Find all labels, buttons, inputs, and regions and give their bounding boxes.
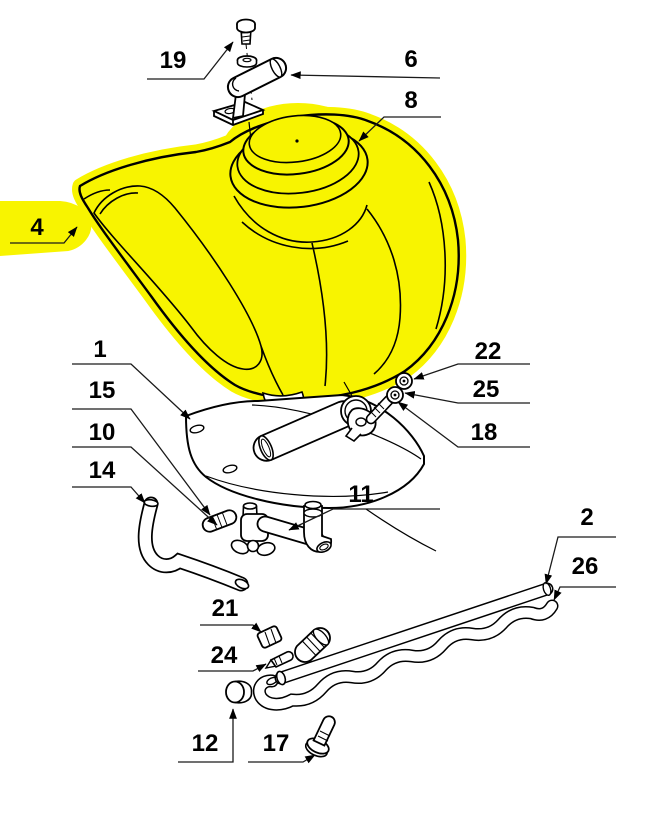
callout-6-label: 6 xyxy=(404,46,417,73)
washer-22-dot xyxy=(402,379,406,383)
callout-2-label: 2 xyxy=(580,504,593,531)
screw-head-side xyxy=(236,24,256,34)
plate-slot-hole-2 xyxy=(222,464,238,474)
tank-filler-cap xyxy=(229,114,369,209)
ribbed-connector-end xyxy=(312,628,330,646)
valve-top-opening xyxy=(242,502,258,510)
clip-foot xyxy=(344,427,362,443)
bracket-roll-end xyxy=(269,58,283,78)
callout-10-label: 10 xyxy=(89,419,116,446)
cap-vent-dot xyxy=(295,139,299,143)
callout-labels: 19 6 8 4 1 15 10 14 22 25 18 11 2 26 21 … xyxy=(30,46,598,757)
hose-valve-assembly xyxy=(137,496,333,592)
hose-14-core xyxy=(139,498,247,590)
callout-18-label: 18 xyxy=(471,419,498,446)
elbow-top-opening xyxy=(304,500,322,510)
callout-24-label: 24 xyxy=(211,642,238,669)
leader-4 xyxy=(10,226,78,244)
elbow-bottom-bore xyxy=(319,543,329,551)
valve-wing-left xyxy=(230,539,250,555)
valve-knob xyxy=(246,539,260,553)
tank-surface-lines xyxy=(83,181,446,396)
leader-6 xyxy=(290,71,441,80)
fuel-valve-10 xyxy=(230,502,276,557)
tank-outline xyxy=(78,113,460,401)
leader-11 xyxy=(288,508,440,531)
callout-15-label: 15 xyxy=(89,377,116,404)
callout-11-label: 11 xyxy=(348,481,373,508)
washer-19-hole xyxy=(242,57,252,63)
washer-25-dot xyxy=(393,393,397,397)
callout-22-label: 22 xyxy=(475,338,502,365)
plug-12-face xyxy=(225,680,245,704)
callout-26-label: 26 xyxy=(572,553,599,580)
callout-8-label: 8 xyxy=(404,87,417,114)
callout-14-label: 14 xyxy=(89,457,116,484)
barb-24-ribs xyxy=(273,655,283,666)
tube-2-left-opening xyxy=(275,670,287,686)
callout-1-label: 1 xyxy=(93,336,106,363)
plug-12 xyxy=(225,680,253,704)
callout-4-label: 4 xyxy=(30,214,44,241)
valve-wing-right xyxy=(256,541,276,557)
leader-22 xyxy=(413,363,530,380)
clip-hole xyxy=(355,417,367,427)
callout-17-label: 17 xyxy=(263,730,290,757)
nut-21 xyxy=(256,625,283,649)
leader-24 xyxy=(198,663,267,673)
callout-19-label: 19 xyxy=(160,47,187,74)
hose-14-end xyxy=(234,578,250,590)
callout-12-label: 12 xyxy=(192,730,219,757)
screw-18-threads xyxy=(369,402,385,418)
fastener-cluster xyxy=(344,372,413,443)
washer-19-side xyxy=(236,60,258,68)
elbow-collar xyxy=(303,508,323,518)
leader-10 xyxy=(72,446,218,526)
screw-19 xyxy=(236,18,258,101)
leader-1 xyxy=(72,363,191,420)
ribbed-connector xyxy=(294,627,331,663)
screw-17-body xyxy=(312,715,336,747)
leader-lines xyxy=(10,41,616,764)
leader-25 xyxy=(404,390,530,404)
screw-17 xyxy=(304,715,336,758)
cap-top xyxy=(248,114,342,164)
corrugated-hose-26-core xyxy=(254,601,557,710)
leader-26 xyxy=(553,586,616,601)
nut-21-facets xyxy=(264,628,277,647)
clamp-bracket-6 xyxy=(211,56,288,126)
barb-fitting-15 xyxy=(201,509,238,533)
leader-2 xyxy=(544,536,616,585)
delivery-tube-assembly xyxy=(252,582,559,711)
barb-24 xyxy=(264,650,294,670)
elbow-fitting-11 xyxy=(256,500,333,553)
plate-pipe-bore xyxy=(260,438,272,458)
screw-17-threads xyxy=(317,730,331,742)
leader-8 xyxy=(358,116,441,142)
leader-21 xyxy=(200,622,262,633)
leader-17 xyxy=(248,754,316,764)
leader-12 xyxy=(178,708,237,763)
callout-25-label: 25 xyxy=(473,376,500,403)
leader-14 xyxy=(72,486,146,504)
leader-19 xyxy=(147,41,234,80)
tube-2-core xyxy=(276,584,552,683)
leader-18 xyxy=(397,401,530,448)
plate-slot-hole-1 xyxy=(189,424,205,434)
bracket-roll-curl xyxy=(231,77,240,92)
callout-21-label: 21 xyxy=(212,595,239,622)
leader-15 xyxy=(72,408,211,516)
